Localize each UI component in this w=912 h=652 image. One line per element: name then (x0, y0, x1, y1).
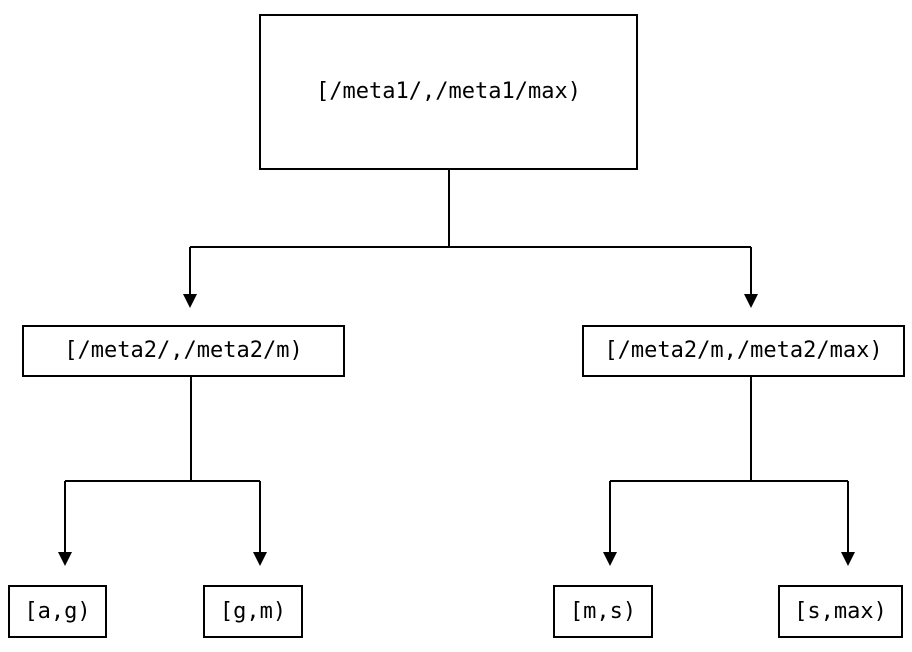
node-right-child: [/meta2/m,/meta2/max) (582, 325, 905, 377)
node-leaf-gm-label: [g,m) (219, 598, 287, 624)
node-leaf-smax: [s,max) (778, 585, 903, 638)
node-leaf-ms: [m,s) (553, 585, 653, 638)
leaf-gm-arrowhead-icon (253, 552, 267, 566)
edge-root-to-children (183, 170, 758, 308)
right-child-arrowhead-icon (744, 294, 758, 308)
node-leaf-gm: [g,m) (203, 585, 303, 638)
node-left-child-label: [/meta2/,/meta2/m) (64, 338, 303, 363)
leaf-ms-arrowhead-icon (603, 552, 617, 566)
node-left-child: [/meta2/,/meta2/m) (22, 325, 345, 377)
node-root: [/meta1/,/meta1/max) (259, 14, 638, 170)
edge-rightchild-to-leaves (603, 377, 855, 566)
node-leaf-smax-label: [s,max) (794, 598, 887, 624)
leaf-ag-arrowhead-icon (58, 552, 72, 566)
node-leaf-ag: [a,g) (8, 585, 107, 638)
leaf-smax-arrowhead-icon (841, 552, 855, 566)
left-child-arrowhead-icon (183, 294, 197, 308)
node-root-label: [/meta1/,/meta1/max) (316, 79, 581, 104)
edge-leftchild-to-leaves (58, 377, 267, 566)
node-leaf-ag-label: [a,g) (24, 598, 91, 624)
node-right-child-label: [/meta2/m,/meta2/max) (604, 338, 883, 363)
node-leaf-ms-label: [m,s) (569, 598, 637, 624)
